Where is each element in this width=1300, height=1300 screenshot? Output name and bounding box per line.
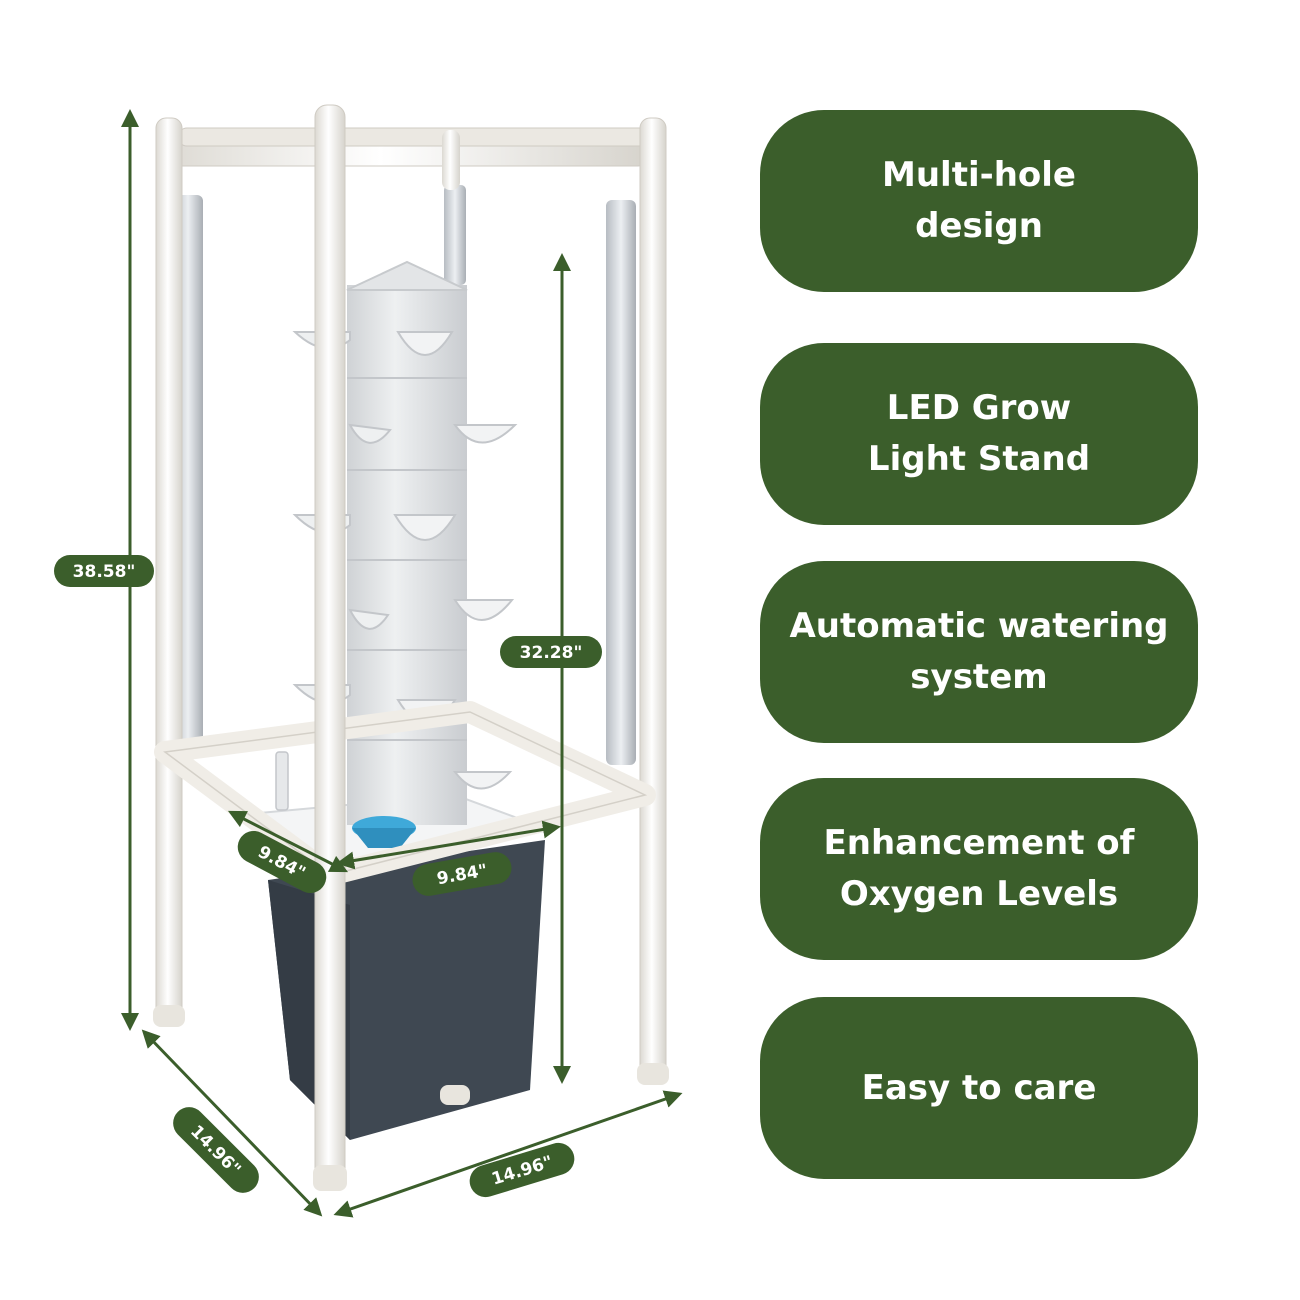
feature-label: Easy to care	[861, 1067, 1097, 1108]
svg-text:38.58": 38.58"	[73, 562, 136, 582]
feature-label: LED Grow Light Stand	[867, 388, 1091, 479]
water-level-gauge	[275, 751, 289, 811]
feature-label: Multi-hole design	[882, 155, 1076, 246]
feature-pill-oxygen-levels: Enhancement of Oxygen Levels	[760, 778, 1198, 960]
feature-pill-easy-to-care: Easy to care	[760, 997, 1198, 1179]
dimension-label-tray-width: 9.84"	[412, 852, 512, 896]
feature-pill-led-grow-light: LED Grow Light Stand	[760, 343, 1198, 525]
dimension-label-tower-height: 32.28"	[500, 636, 602, 668]
dimension-label-base-depth: 14.96"	[173, 1107, 259, 1193]
feature-pill-automatic-watering: Automatic watering system	[760, 561, 1198, 743]
dimension-label-frame-height: 38.58"	[54, 555, 154, 587]
feature-list: Multi-hole design LED Grow Light Stand A…	[760, 0, 1200, 1300]
feature-label: Enhancement of Oxygen Levels	[823, 823, 1135, 914]
feature-pill-multi-hole: Multi-hole design	[760, 110, 1198, 292]
svg-text:32.28": 32.28"	[520, 643, 583, 663]
product-illustration: 38.58" 32.28" 9.84" 9.84" 14.96" 14.96"	[54, 104, 683, 1218]
feature-label: Automatic watering system	[789, 606, 1169, 697]
